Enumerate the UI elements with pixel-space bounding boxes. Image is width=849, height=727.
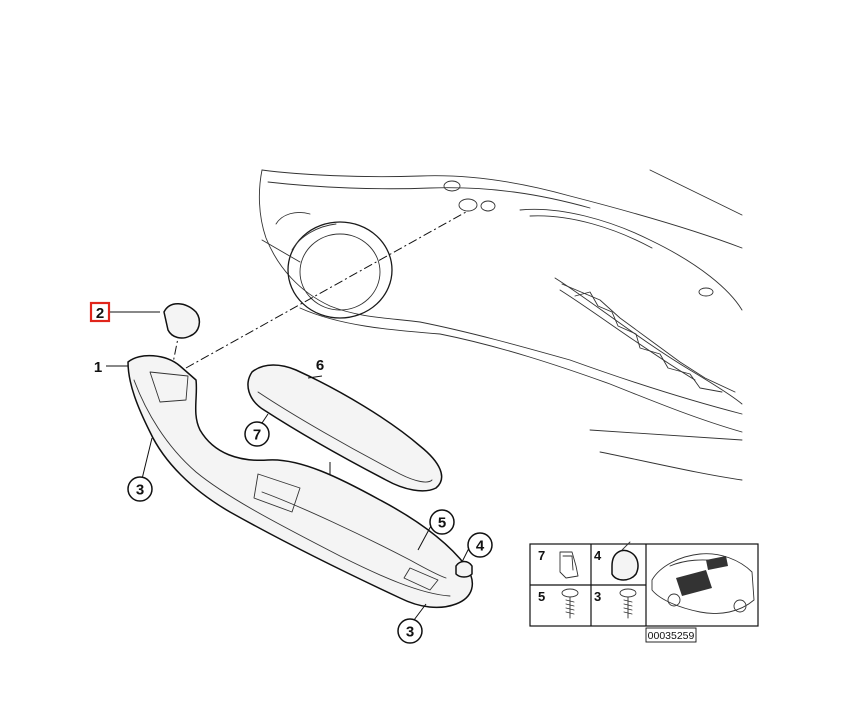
svg-text:00035259: 00035259 (648, 630, 695, 642)
svg-text:7: 7 (253, 427, 261, 444)
callout-7[interactable]: 7 (244, 421, 270, 447)
reference-number: 00035259 (645, 627, 697, 643)
svg-text:1: 1 (94, 359, 102, 376)
callout-3-bottom[interactable]: 3 (397, 618, 423, 644)
part-cap (163, 303, 201, 339)
legend-car-thumbnail (651, 553, 755, 614)
svg-text:2: 2 (96, 305, 104, 322)
leader-lines (106, 311, 471, 621)
part-cushion (247, 364, 443, 492)
svg-text:3: 3 (136, 482, 144, 499)
svg-text:4: 4 (594, 548, 602, 563)
legend-cell-5[interactable]: 5 (538, 588, 579, 619)
callout-3-left[interactable]: 3 (127, 476, 153, 502)
door-panel-background (258, 169, 743, 481)
svg-text:6: 6 (316, 357, 324, 374)
callout-1[interactable]: 1 (94, 359, 102, 376)
callout-4[interactable]: 4 (467, 532, 493, 558)
legend-cell-7[interactable]: 7 (538, 548, 579, 579)
legend-cell-4[interactable]: 4 (594, 541, 639, 581)
svg-text:7: 7 (538, 548, 545, 563)
callout-5[interactable]: 5 (429, 509, 455, 535)
legend-cell-3[interactable]: 3 (594, 588, 637, 619)
svg-text:3: 3 (406, 624, 414, 641)
part-clip (455, 560, 473, 578)
svg-text:5: 5 (438, 515, 446, 532)
fastener-legend: 7 4 5 3 (529, 541, 759, 627)
callout-6[interactable]: 6 (316, 357, 324, 374)
svg-text:3: 3 (594, 589, 601, 604)
callout-2[interactable]: 2 (89, 301, 111, 323)
svg-text:4: 4 (476, 538, 485, 555)
svg-text:5: 5 (538, 589, 545, 604)
